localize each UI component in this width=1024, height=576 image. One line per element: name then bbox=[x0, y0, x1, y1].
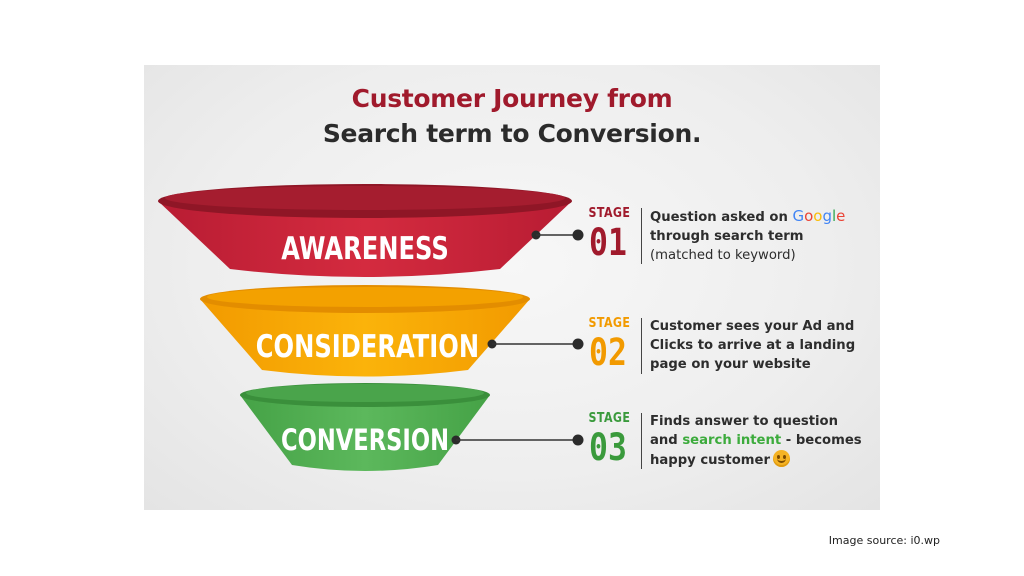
title-line-2: Search term to Conversion. bbox=[322, 119, 702, 148]
google-logo: Google bbox=[792, 207, 846, 225]
stage-1-word: STAGE bbox=[588, 206, 631, 221]
consideration-tier bbox=[200, 285, 530, 377]
consideration-label: CONSIDERATION bbox=[255, 329, 480, 365]
title-line-1: Customer Journey from bbox=[351, 84, 673, 113]
conversion-tier bbox=[240, 383, 490, 471]
awareness-tier bbox=[158, 184, 572, 277]
stage-3-divider bbox=[641, 413, 642, 469]
infographic-panel: Customer Journey from Search term to Con… bbox=[144, 65, 880, 510]
stage-3-word: STAGE bbox=[588, 411, 631, 426]
stage-3-number: 03 bbox=[589, 426, 627, 469]
stage-2-description: Customer sees your Ad and Clicks to arri… bbox=[650, 319, 856, 372]
connector-2 bbox=[487, 338, 584, 350]
smiley-icon bbox=[772, 450, 790, 467]
stage-1-number: 01 bbox=[589, 221, 627, 264]
funnel-graphic bbox=[158, 184, 584, 471]
search-intent-highlight: search intent bbox=[682, 433, 782, 448]
awareness-label: AWARENESS bbox=[281, 231, 449, 267]
connector-3 bbox=[451, 434, 584, 446]
stage-2-number: 02 bbox=[589, 331, 627, 374]
stage-1-divider bbox=[641, 208, 642, 264]
stage-3-description: Finds answer to question and search inte… bbox=[650, 414, 862, 468]
stage-1-description: Question asked on Google through search … bbox=[650, 207, 846, 263]
connector-1 bbox=[531, 229, 584, 241]
conversion-label: CONVERSION bbox=[280, 423, 449, 457]
stage-2-word: STAGE bbox=[588, 316, 631, 331]
stage-2-divider bbox=[641, 318, 642, 374]
image-source-caption: Image source: i0.wp bbox=[828, 534, 940, 547]
